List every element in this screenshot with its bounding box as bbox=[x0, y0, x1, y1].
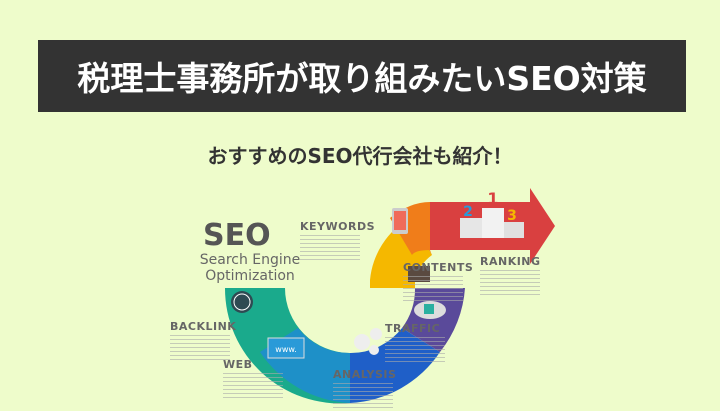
step-label-keywords: KEYWORDS bbox=[300, 220, 376, 233]
subtitle: おすすめのSEO代行会社も紹介！ bbox=[207, 144, 513, 168]
svg-text:1: 1 bbox=[487, 189, 498, 208]
svg-text:2: 2 bbox=[463, 204, 473, 220]
step-label-analysis: ANALYSIS bbox=[333, 368, 397, 381]
placeholder-text bbox=[480, 270, 540, 298]
step-label-ranking: RANKING bbox=[480, 255, 541, 268]
seo-subheading: Search Engine Optimization bbox=[199, 252, 301, 284]
step-label-contents: CONTENTS bbox=[403, 261, 474, 274]
seo-infographic: 1 2 3 www. SEO Search Engine Optimizatio… bbox=[150, 180, 570, 411]
placeholder-text bbox=[300, 235, 360, 263]
step-label-backlink: BACKLINK bbox=[170, 320, 237, 333]
step-label-web: WEB bbox=[223, 358, 253, 371]
svg-text:www.: www. bbox=[275, 345, 296, 354]
title-banner: 税理士事務所が取り組みたいSEO対策 bbox=[38, 40, 686, 112]
svg-text:3: 3 bbox=[507, 208, 517, 224]
placeholder-text bbox=[385, 337, 445, 365]
page-title: 税理士事務所が取り組みたいSEO対策 bbox=[77, 59, 647, 98]
seo-path-graphic: 1 2 3 www. bbox=[224, 188, 555, 404]
placeholder-text bbox=[170, 335, 230, 363]
seo-heading: SEO bbox=[203, 218, 271, 253]
placeholder-text bbox=[333, 383, 393, 411]
placeholder-text bbox=[223, 373, 283, 401]
placeholder-text bbox=[403, 276, 463, 304]
step-label-traffic: TRAFFIC bbox=[385, 322, 441, 335]
